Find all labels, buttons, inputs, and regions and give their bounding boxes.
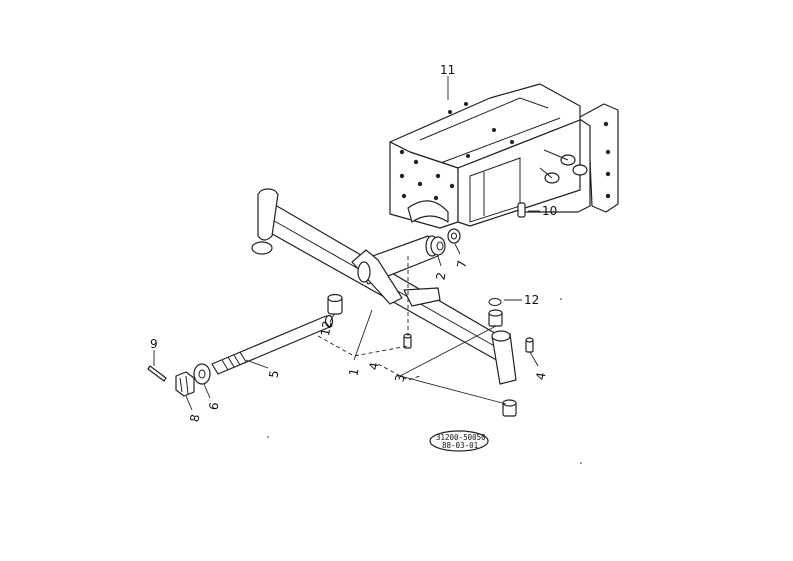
stamp-line-2: 88-03-01 bbox=[442, 441, 478, 450]
part-4-grease-fitting-center bbox=[403, 333, 412, 349]
callout-5: 5 bbox=[266, 369, 281, 379]
callout-11: 11 bbox=[440, 63, 455, 77]
callout-4-right: 4 bbox=[533, 371, 548, 381]
callout-8: 8 bbox=[187, 413, 202, 423]
part-12-oring bbox=[488, 298, 502, 306]
callout-7: 7 bbox=[454, 259, 469, 269]
callout-9: 9 bbox=[150, 337, 158, 351]
stamp-line-1: 31200-50050 bbox=[436, 433, 486, 442]
part-6-washer bbox=[193, 363, 211, 385]
callout-3: 3 bbox=[392, 373, 407, 383]
callout-2: 2 bbox=[433, 271, 448, 281]
part-3-bushing-upper bbox=[488, 309, 503, 327]
part-7-washer bbox=[447, 228, 461, 244]
part-5-pivot-pin bbox=[211, 314, 334, 375]
callout-labels: 11 10 12 2 7 12 1 4 3 4 5 6 8 9 bbox=[150, 63, 557, 423]
callout-1: 1 bbox=[346, 367, 361, 377]
callout-6: 6 bbox=[206, 401, 221, 411]
part-12-bushing-left bbox=[327, 293, 343, 315]
part-9-cotter-pin bbox=[147, 365, 167, 382]
part-10-pin bbox=[517, 202, 526, 218]
part-2-bushing bbox=[430, 236, 446, 256]
callout-4-center: 4 bbox=[366, 361, 381, 371]
part-4-grease-fitting-right bbox=[525, 337, 534, 353]
front-axle-bracket bbox=[389, 83, 619, 229]
part-8-castle-nut bbox=[175, 371, 195, 397]
leader-lines bbox=[153, 76, 540, 411]
part-1-axle-beam bbox=[251, 188, 517, 385]
drawing-number-stamp: 31200-50050 88-03-01 bbox=[429, 430, 489, 452]
callout-12-oring: 12 bbox=[524, 293, 539, 307]
callout-12-bushing: 12 bbox=[318, 320, 334, 337]
scan-specks bbox=[267, 298, 582, 464]
part-3-bushing-lower bbox=[502, 399, 517, 417]
callout-10: 10 bbox=[542, 204, 557, 218]
